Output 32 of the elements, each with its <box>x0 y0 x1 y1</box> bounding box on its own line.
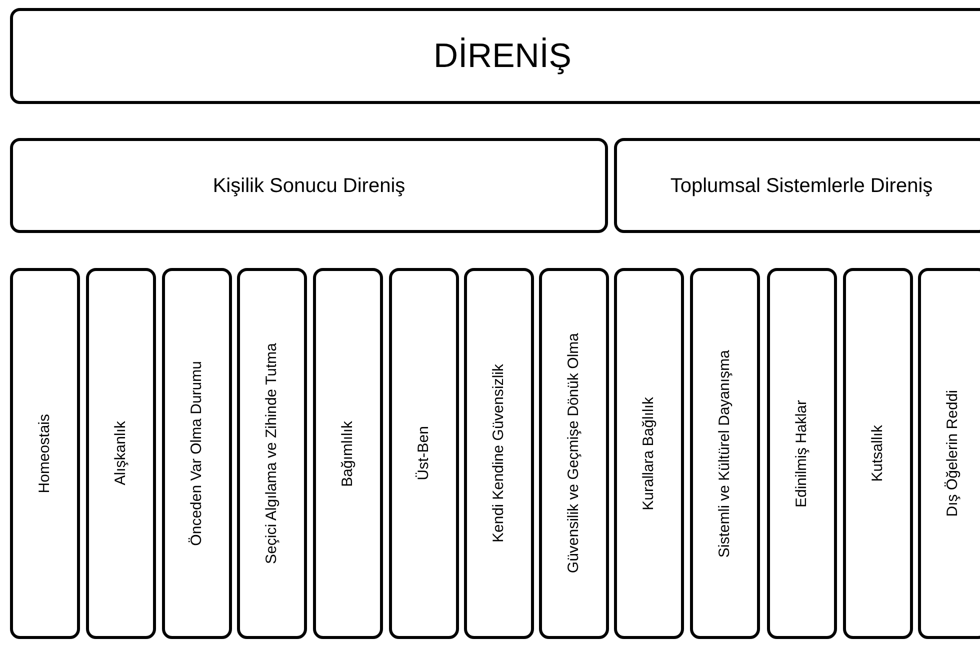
box-label: Toplumsal Sistemlerle Direniş <box>669 174 934 198</box>
item-box <box>464 268 534 639</box>
category-box <box>10 138 608 233</box>
item-box <box>162 268 232 639</box>
box-label: Alışkanlık <box>112 421 130 486</box>
box-label: Kendi Kendine Güvensizlik <box>490 364 508 543</box>
item-box <box>86 268 156 639</box>
item-box <box>767 268 837 639</box>
box-label: Önceden Var Olma Durumu <box>188 361 206 546</box>
box-label: Kurallara Bağlılık <box>640 396 658 510</box>
box-label: DİRENİŞ <box>434 36 572 76</box>
title-box <box>10 8 980 104</box>
item-box <box>690 268 760 639</box>
box-label: Edinilmiş Haklar <box>792 400 811 508</box>
item-box <box>843 268 913 639</box>
category-box <box>614 138 980 233</box>
item-box <box>237 268 307 639</box>
box-label: Güvensilik ve Geçmişe Dönük Olma <box>564 333 583 574</box>
box-label: Kutsallık <box>868 425 887 482</box>
box-label: Üst-Ben <box>414 426 433 481</box>
box-label: Dış Öğelerin Reddi <box>944 390 962 517</box>
item-box <box>539 268 609 639</box>
item-box <box>10 268 80 639</box>
box-label: Homeostais <box>36 414 54 494</box>
item-box <box>313 268 383 639</box>
box-label: Bağımlılık <box>338 420 357 486</box>
item-box <box>389 268 459 639</box>
item-box <box>918 268 980 639</box>
box-label: Kişilik Sonucu Direniş <box>212 174 406 198</box>
item-box <box>614 268 684 639</box>
box-label: Sistemli ve Kültürel Dayanışma <box>716 350 734 558</box>
box-label: Seçici Algılama ve Zihinde Tutma <box>262 343 281 564</box>
